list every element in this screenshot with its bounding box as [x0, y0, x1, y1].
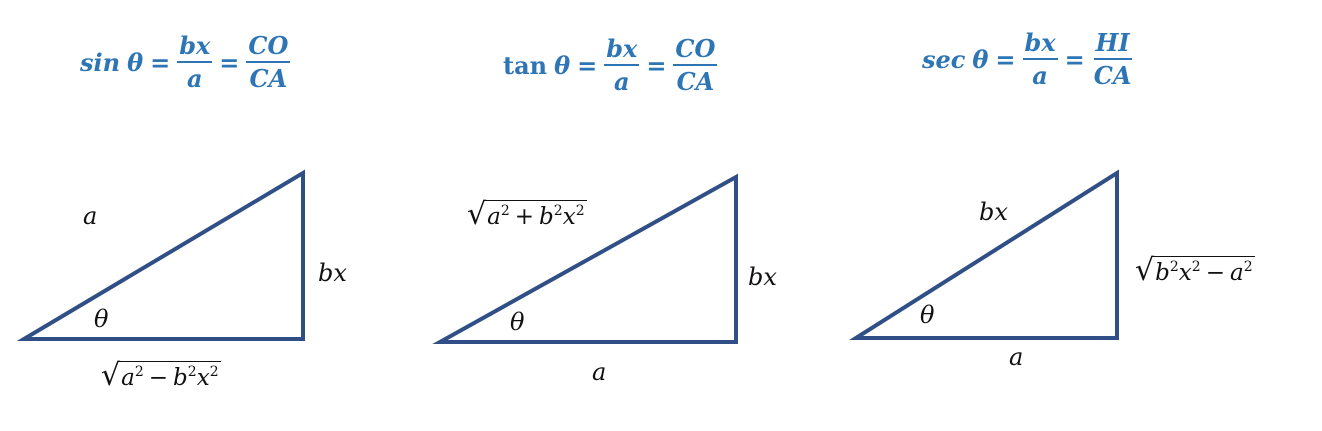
equals-sign: =	[577, 50, 598, 80]
radicand: a2−b2x2	[119, 361, 221, 391]
triangle-2-adjacent-label: a	[592, 358, 607, 386]
formula-function: tan	[503, 50, 548, 80]
fraction-denominator: CA	[1093, 61, 1132, 91]
fraction-2: CO CA	[246, 33, 291, 94]
triangle-1-opposite-label: bx	[318, 259, 347, 287]
fraction-numerator: CO	[246, 33, 291, 64]
triangle-1-angle-label: θ	[94, 305, 109, 333]
fraction-denominator: a	[186, 64, 203, 94]
fraction-1: bx a	[604, 36, 640, 97]
radicand: a2+b2x2	[485, 200, 587, 230]
formula-theta: θ	[972, 44, 989, 74]
triangle-3-hypotenuse-label: bx	[979, 198, 1008, 226]
formula-sin: sin θ = bx a = CO CA	[80, 33, 291, 94]
fraction-numerator: bx	[1022, 30, 1058, 61]
fraction-denominator: a	[613, 67, 630, 97]
formula-function: sin	[80, 47, 121, 77]
equals-sign: =	[995, 44, 1016, 74]
triangle-3	[849, 169, 1119, 340]
radical-sign: √	[101, 358, 121, 394]
triangle-2-angle-label: θ	[510, 308, 525, 336]
fraction-2: CO CA	[673, 36, 718, 97]
formula-function: sec	[922, 44, 966, 74]
formula-theta: θ	[554, 50, 571, 80]
equals-sign: =	[150, 47, 171, 77]
fraction-numerator: HI	[1093, 30, 1132, 61]
fraction-denominator: CA	[249, 64, 288, 94]
equals-sign: =	[219, 47, 240, 77]
fraction-denominator: CA	[676, 67, 715, 97]
triangle-3-adjacent-label: a	[1009, 343, 1024, 371]
fraction-1: bx a	[177, 33, 213, 94]
fraction-numerator: bx	[177, 33, 213, 64]
formula-sec: sec θ = bx a = HI CA	[922, 30, 1133, 88]
triangle-3-angle-label: θ	[920, 301, 935, 329]
triangle-2	[432, 173, 738, 344]
fraction-numerator: CO	[673, 36, 718, 67]
fraction-2: HI CA	[1092, 30, 1134, 88]
triangle-1	[16, 169, 305, 341]
triangle-2-hypotenuse-label: √ a2+b2x2	[467, 200, 587, 230]
triangle-1-hypotenuse-label: a	[83, 202, 98, 230]
formula-theta: θ	[127, 47, 144, 77]
radical-sign: √	[1135, 253, 1155, 289]
formula-tan: tan θ = bx a = CO CA	[503, 36, 718, 97]
fraction-numerator: bx	[604, 36, 640, 67]
fraction-denominator: a	[1032, 61, 1048, 91]
triangle-3-opposite-label: √ b2x2−a2	[1135, 256, 1255, 286]
equals-sign: =	[646, 50, 667, 80]
equals-sign: =	[1064, 44, 1085, 74]
triangle-1-adjacent-label: √ a2−b2x2	[101, 361, 221, 391]
fraction-1: bx a	[1022, 30, 1058, 91]
triangle-2-opposite-label: bx	[748, 263, 777, 291]
radical-sign: √	[467, 197, 487, 233]
radicand: b2x2−a2	[1153, 256, 1255, 286]
